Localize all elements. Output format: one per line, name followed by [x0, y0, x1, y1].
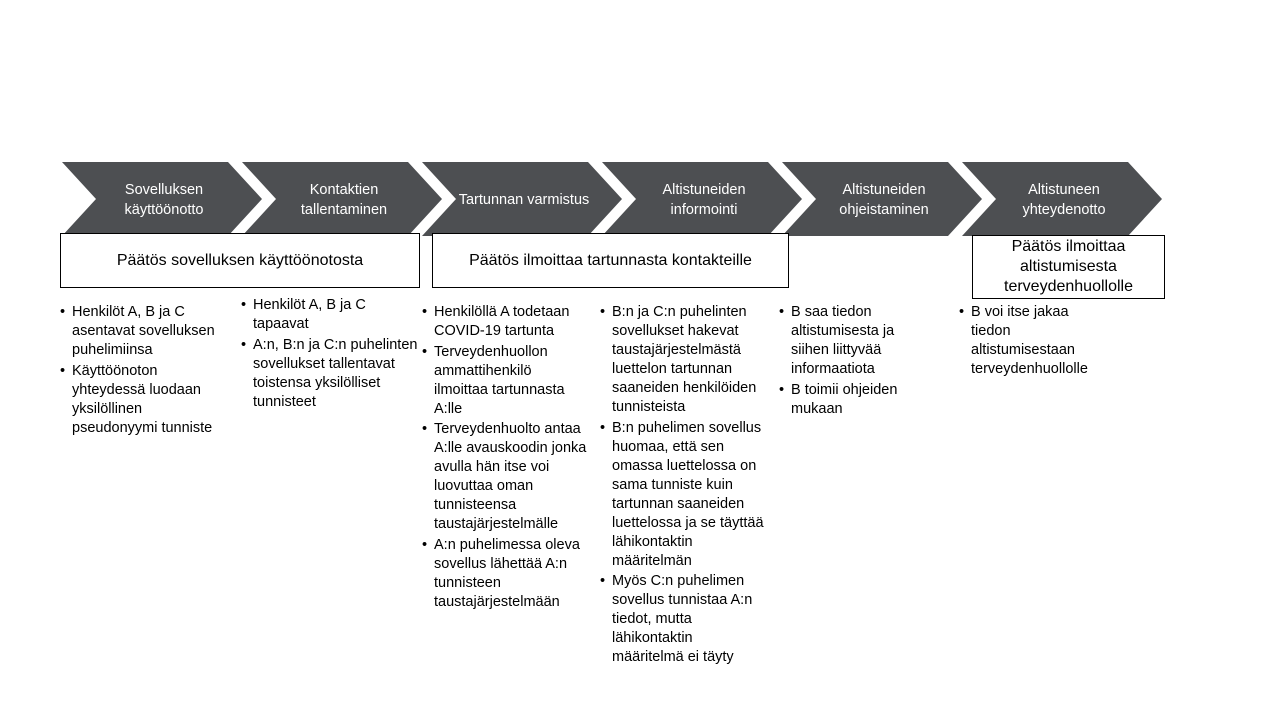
- bullet-dot: •: [60, 304, 66, 320]
- bullet-text: B saa tiedon altistumisesta ja siihen li…: [791, 304, 895, 377]
- list-item: • Henkilöllä A todetaan COVID-19 tartunta: [422, 303, 588, 341]
- bullet-text: A:n, B:n ja C:n puhelinten sovellukset t…: [253, 336, 418, 410]
- list-item: • Terveydenhuollon ammattihenkilö ilmoitt…: [422, 343, 588, 419]
- bullet-text: B toimii ohjeiden mukaan: [791, 381, 898, 417]
- chevron-step-1: [62, 162, 262, 236]
- bullet-dot: •: [779, 381, 785, 398]
- bullet-dot: •: [779, 304, 785, 320]
- step-label-yhteydenotto: Altistuneen yhteydenotto: [1022, 182, 1106, 218]
- bullet-dot: •: [422, 304, 428, 320]
- bullet-dot: •: [600, 573, 606, 589]
- decision-box-tartunta: Päätös ilmoittaa tartunnasta kontakteill…: [432, 233, 789, 288]
- bullet-text: B voi itse jakaa tiedon altistumisestaan…: [971, 304, 1088, 377]
- bullet-text: Myös C:n puhelimen sovellus tunnistaa A:…: [612, 573, 753, 665]
- details-list-kayttoonotto: • Henkilöt A, B ja C asentavat sovellukse…: [60, 303, 228, 439]
- list-item: • B:n ja C:n puhelinten sovellukset hakev…: [600, 303, 766, 417]
- list-item: • Terveydenhuolto antaa A:lle avauskoodin…: [422, 420, 588, 534]
- bullet-dot: •: [600, 304, 606, 320]
- bullet-dot: •: [422, 421, 428, 437]
- details-list-kontaktit: • Henkilöt A, B ja C tapaavat • A:n, B:n j…: [241, 296, 419, 413]
- chevron-step-3: [422, 162, 622, 236]
- bullet-dot: •: [600, 419, 606, 436]
- list-item: • A:n puhelimessa oleva sovellus lähettää…: [422, 536, 588, 612]
- details-list-informointi: • B:n ja C:n puhelinten sovellukset hakev…: [600, 303, 766, 669]
- bullet-dot: •: [60, 362, 66, 379]
- step-label-informointi: Altistuneiden informointi: [662, 182, 746, 218]
- details-list-yhteydenotto: • B voi itse jakaa tiedon altistumisestaa…: [959, 303, 1109, 381]
- chevron-step-5: [782, 162, 982, 236]
- decision-box-kayttoonotto: Päätös sovelluksen käyttöönotosta: [60, 233, 420, 288]
- bullet-text: Henkilöllä A todetaan COVID-19 tartunta: [434, 304, 570, 339]
- list-item: • Henkilöt A, B ja C tapaavat: [241, 296, 419, 334]
- bullet-dot: •: [959, 304, 965, 320]
- step-label-kontaktit: Kontaktien tallentaminen: [300, 182, 388, 218]
- decision-box-altistuminen: Päätös ilmoittaa altistumisesta terveyde…: [972, 235, 1165, 299]
- list-item: • Myös C:n puhelimen sovellus tunnistaa A…: [600, 572, 766, 667]
- details-list-varmistus: • Henkilöllä A todetaan COVID-19 tartunta…: [422, 303, 588, 613]
- step-label-varmistus: Tartunnan varmistus: [458, 192, 590, 208]
- chevron-step-2: [242, 162, 442, 236]
- bullet-dot: •: [422, 343, 428, 360]
- list-item: • Käyttöönoton yhteydessä luodaan yksilöl…: [60, 362, 228, 438]
- bullet-text: A:n puhelimessa oleva sovellus lähettää …: [434, 536, 580, 610]
- list-item: • A:n, B:n ja C:n puhelinten sovellukset …: [241, 336, 419, 412]
- list-item: • B toimii ohjeiden mukaan: [779, 381, 929, 419]
- bullet-dot: •: [241, 336, 247, 353]
- bullet-text: Henkilöt A, B ja C tapaavat: [253, 297, 366, 332]
- bullet-text: Terveydenhuolto antaa A:lle avauskoodin …: [434, 421, 587, 532]
- chevron-step-4: [602, 162, 802, 236]
- bullet-text: Terveydenhuollon ammattihenkilö ilmoitta…: [434, 343, 565, 417]
- chevron-step-6: [962, 162, 1162, 236]
- list-item: • B saa tiedon altistumisesta ja siihen l…: [779, 303, 929, 379]
- bullet-dot: •: [241, 297, 247, 313]
- bullet-text: B:n ja C:n puhelinten sovellukset hakeva…: [612, 304, 757, 415]
- bullet-text: B:n puhelimen sovellus huomaa, että sen …: [612, 419, 764, 569]
- list-item: • B voi itse jakaa tiedon altistumisestaa…: [959, 303, 1109, 379]
- step-label-kayttoonotto: Sovelluksen käyttöönotto: [124, 182, 204, 218]
- details-list-ohjeistaminen: • B saa tiedon altistumisesta ja siihen l…: [779, 303, 929, 420]
- step-label-ohjeistaminen: Altistuneiden ohjeistaminen: [839, 182, 929, 218]
- bullet-text: Henkilöt A, B ja C asentavat sovelluksen…: [72, 304, 215, 358]
- list-item: • B:n puhelimen sovellus huomaa, että sen…: [600, 419, 766, 571]
- bullet-text: Käyttöönoton yhteydessä luodaan yksilöll…: [72, 362, 213, 436]
- list-item: • Henkilöt A, B ja C asentavat sovellukse…: [60, 303, 228, 360]
- bullet-dot: •: [422, 536, 428, 553]
